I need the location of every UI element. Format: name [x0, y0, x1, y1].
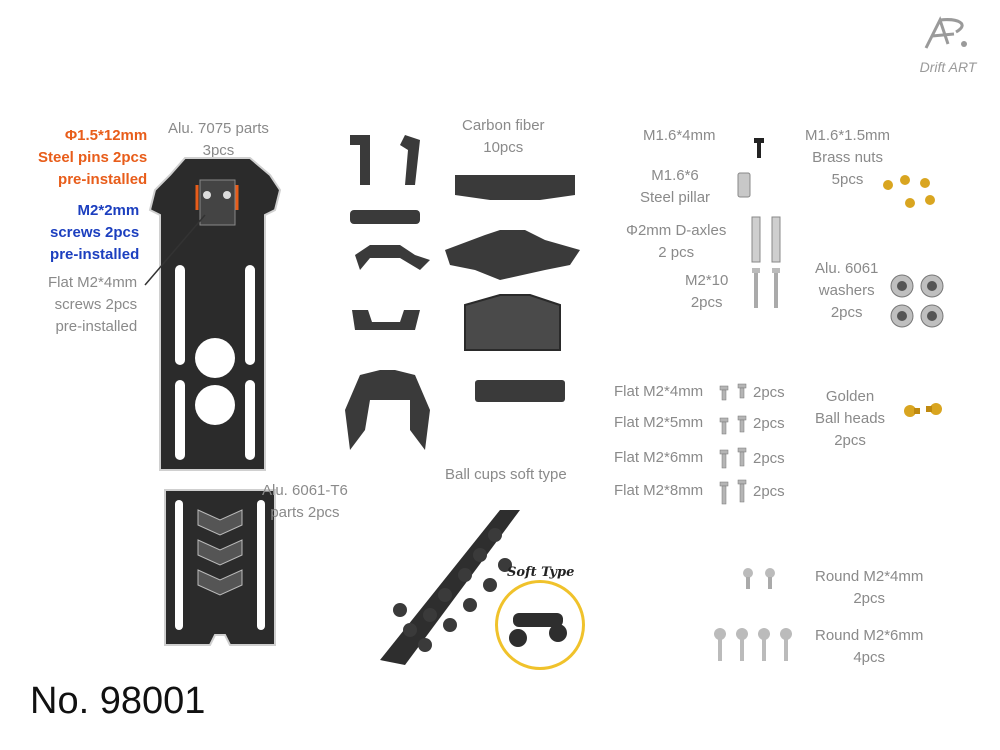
- drift-art-logo-mark: [924, 16, 967, 49]
- brand-name: Drift ART: [919, 59, 977, 75]
- pointer-lines: [144, 214, 206, 286]
- flat-m2-4-label: Flat M2*4mm: [614, 383, 704, 400]
- steel-pillar: [737, 172, 751, 198]
- ballcups-label: Ball cups soft type: [445, 466, 567, 483]
- model-number: No. 98001: [30, 680, 206, 722]
- m2-10-screws: [752, 268, 780, 308]
- carbon-large-parts: [445, 175, 580, 402]
- carbon-small-parts: [345, 135, 430, 450]
- flat-m2-8-label: Flat M2*8mm: [614, 482, 704, 499]
- flat-m2-6-qty: 2pcs: [753, 450, 785, 467]
- m16-4-label: M1.6*4mm: [643, 127, 716, 144]
- soft-type-inset: [495, 580, 585, 670]
- alu-washers: [890, 274, 944, 328]
- soft-ball-cup-icon: [509, 613, 567, 647]
- round-m2-4-screws: [743, 568, 775, 589]
- flat-m2-4-qty: 2pcs: [753, 384, 785, 401]
- main-chassis-plate: [148, 157, 282, 471]
- soft-type-text: Soft Type: [507, 565, 575, 580]
- golden-ball-heads: [904, 403, 942, 417]
- flat-m2-8-qty: 2pcs: [753, 483, 785, 500]
- round-m2-6-screws: [714, 628, 792, 661]
- flat-m2-5-label: Flat M2*5mm: [614, 414, 704, 431]
- d-axles: [751, 216, 781, 263]
- brand-logo: Drift ART: [918, 14, 978, 75]
- brass-nuts: [883, 175, 935, 208]
- alu6061-plate: [164, 489, 276, 646]
- m16-4-screw: [754, 138, 764, 158]
- flat-m2-5-qty: 2pcs: [753, 415, 785, 432]
- ball-cups-sprue: [380, 510, 520, 665]
- flat-screws-set: [719, 383, 747, 505]
- flat-m2-6-label: Flat M2*6mm: [614, 449, 704, 466]
